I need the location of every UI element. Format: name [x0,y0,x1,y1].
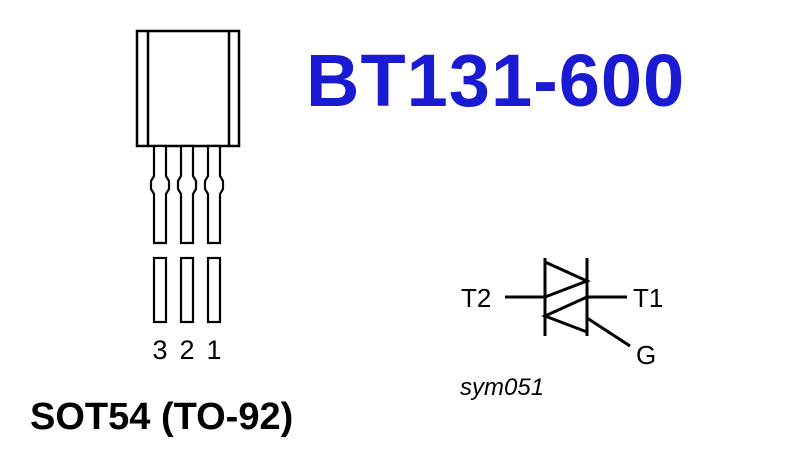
lead-3-lower [152,256,168,324]
package-leads [149,144,225,324]
upper-diode-triangle [543,259,591,300]
lead-3-upper [149,144,171,245]
pin-number-2: 2 [179,335,195,365]
package-label: SOT54 (TO-92) [30,396,294,438]
lead-1-lower [206,256,222,324]
terminal-gate-label: G [636,340,657,370]
pin-number-3: 3 [152,335,168,365]
package-outline [135,29,241,148]
symbol-reference: sym051 [460,374,545,401]
lead-2-upper [176,144,198,245]
lower-diode-triangle [541,294,589,335]
triac-symbol [505,258,631,348]
part-number-title: BT131-600 [306,39,686,122]
terminal-t2-label: T2 [461,283,492,313]
pin-number-1: 1 [206,335,222,365]
gate-lead-wire [586,316,631,348]
lead-2-lower [179,256,195,324]
package-body [135,29,241,148]
terminal-t1-label: T1 [633,283,664,313]
lead-1-upper [203,144,225,245]
